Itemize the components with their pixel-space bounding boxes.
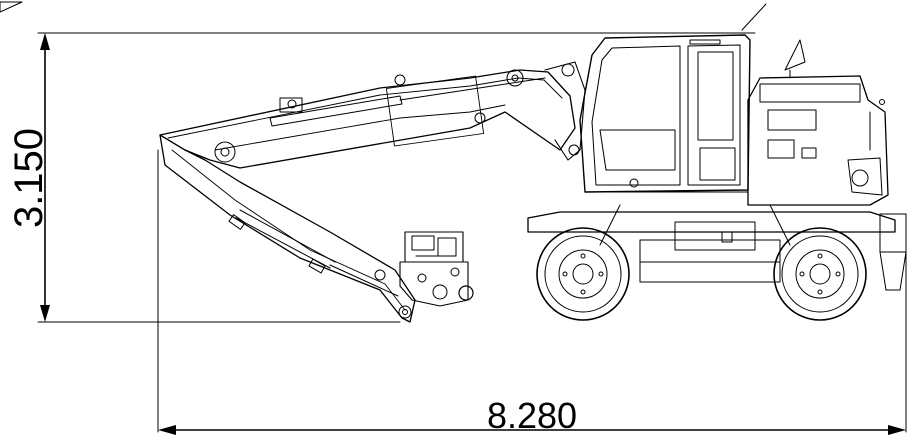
height-dimension	[37, 32, 756, 323]
length-dimension	[157, 149, 907, 435]
arrowhead-down	[40, 305, 50, 322]
quick-coupler	[399, 231, 474, 307]
front-wheel	[536, 227, 630, 321]
boom-cylinder	[269, 77, 546, 127]
length-label: 8.280	[487, 395, 577, 436]
dipper-arm	[159, 134, 416, 323]
engine-housing	[747, 39, 889, 206]
boom-mount	[544, 61, 586, 161]
arrowhead-left	[158, 425, 176, 435]
arrowhead-up	[40, 33, 50, 50]
corner-fragment	[0, 1, 23, 13]
height-label: 3.150	[7, 128, 51, 228]
dipper-cylinder	[235, 209, 399, 297]
chassis	[527, 204, 907, 291]
rear-wheel	[773, 227, 867, 321]
cab	[579, 3, 767, 193]
arrowhead-right	[888, 425, 906, 435]
boom	[159, 69, 576, 169]
